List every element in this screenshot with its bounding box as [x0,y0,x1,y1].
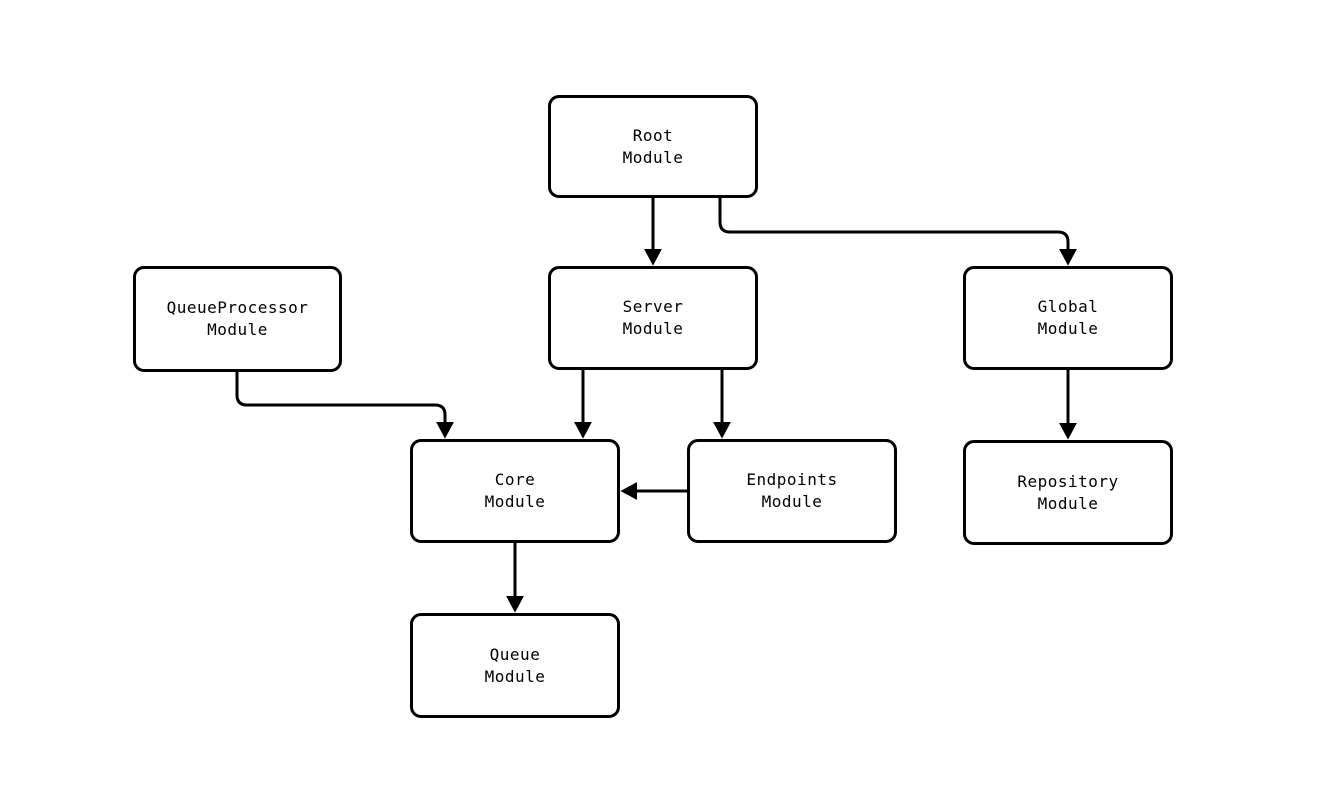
edge-queueprocessor-to-core [235,372,454,439]
node-repository-name: Repository [1017,471,1119,491]
node-endpoints-suffix: Module [761,492,823,511]
node-repository-suffix: Module [1037,493,1099,513]
node-queueprocessor-name: QueueProcessor [166,298,309,317]
node-core-suffix: Module [484,492,546,511]
node-server-name: Server [622,297,684,316]
node-queue-suffix: Module [484,666,546,686]
node-server-suffix: Module [622,319,684,338]
node-global-suffix: Module [1037,319,1099,338]
edges-group [235,198,1077,613]
edge-root-to-global [718,198,1077,266]
node-queueprocessor-suffix: Module [207,320,268,339]
node-queue-name: Queue [489,644,541,664]
node-root-suffix: Module [622,147,684,167]
node-root-name: Root [632,125,674,145]
node-core-name: Core [494,470,536,489]
node-global-name: Global [1037,297,1099,316]
node-endpoints-name: Endpoints [746,470,838,489]
